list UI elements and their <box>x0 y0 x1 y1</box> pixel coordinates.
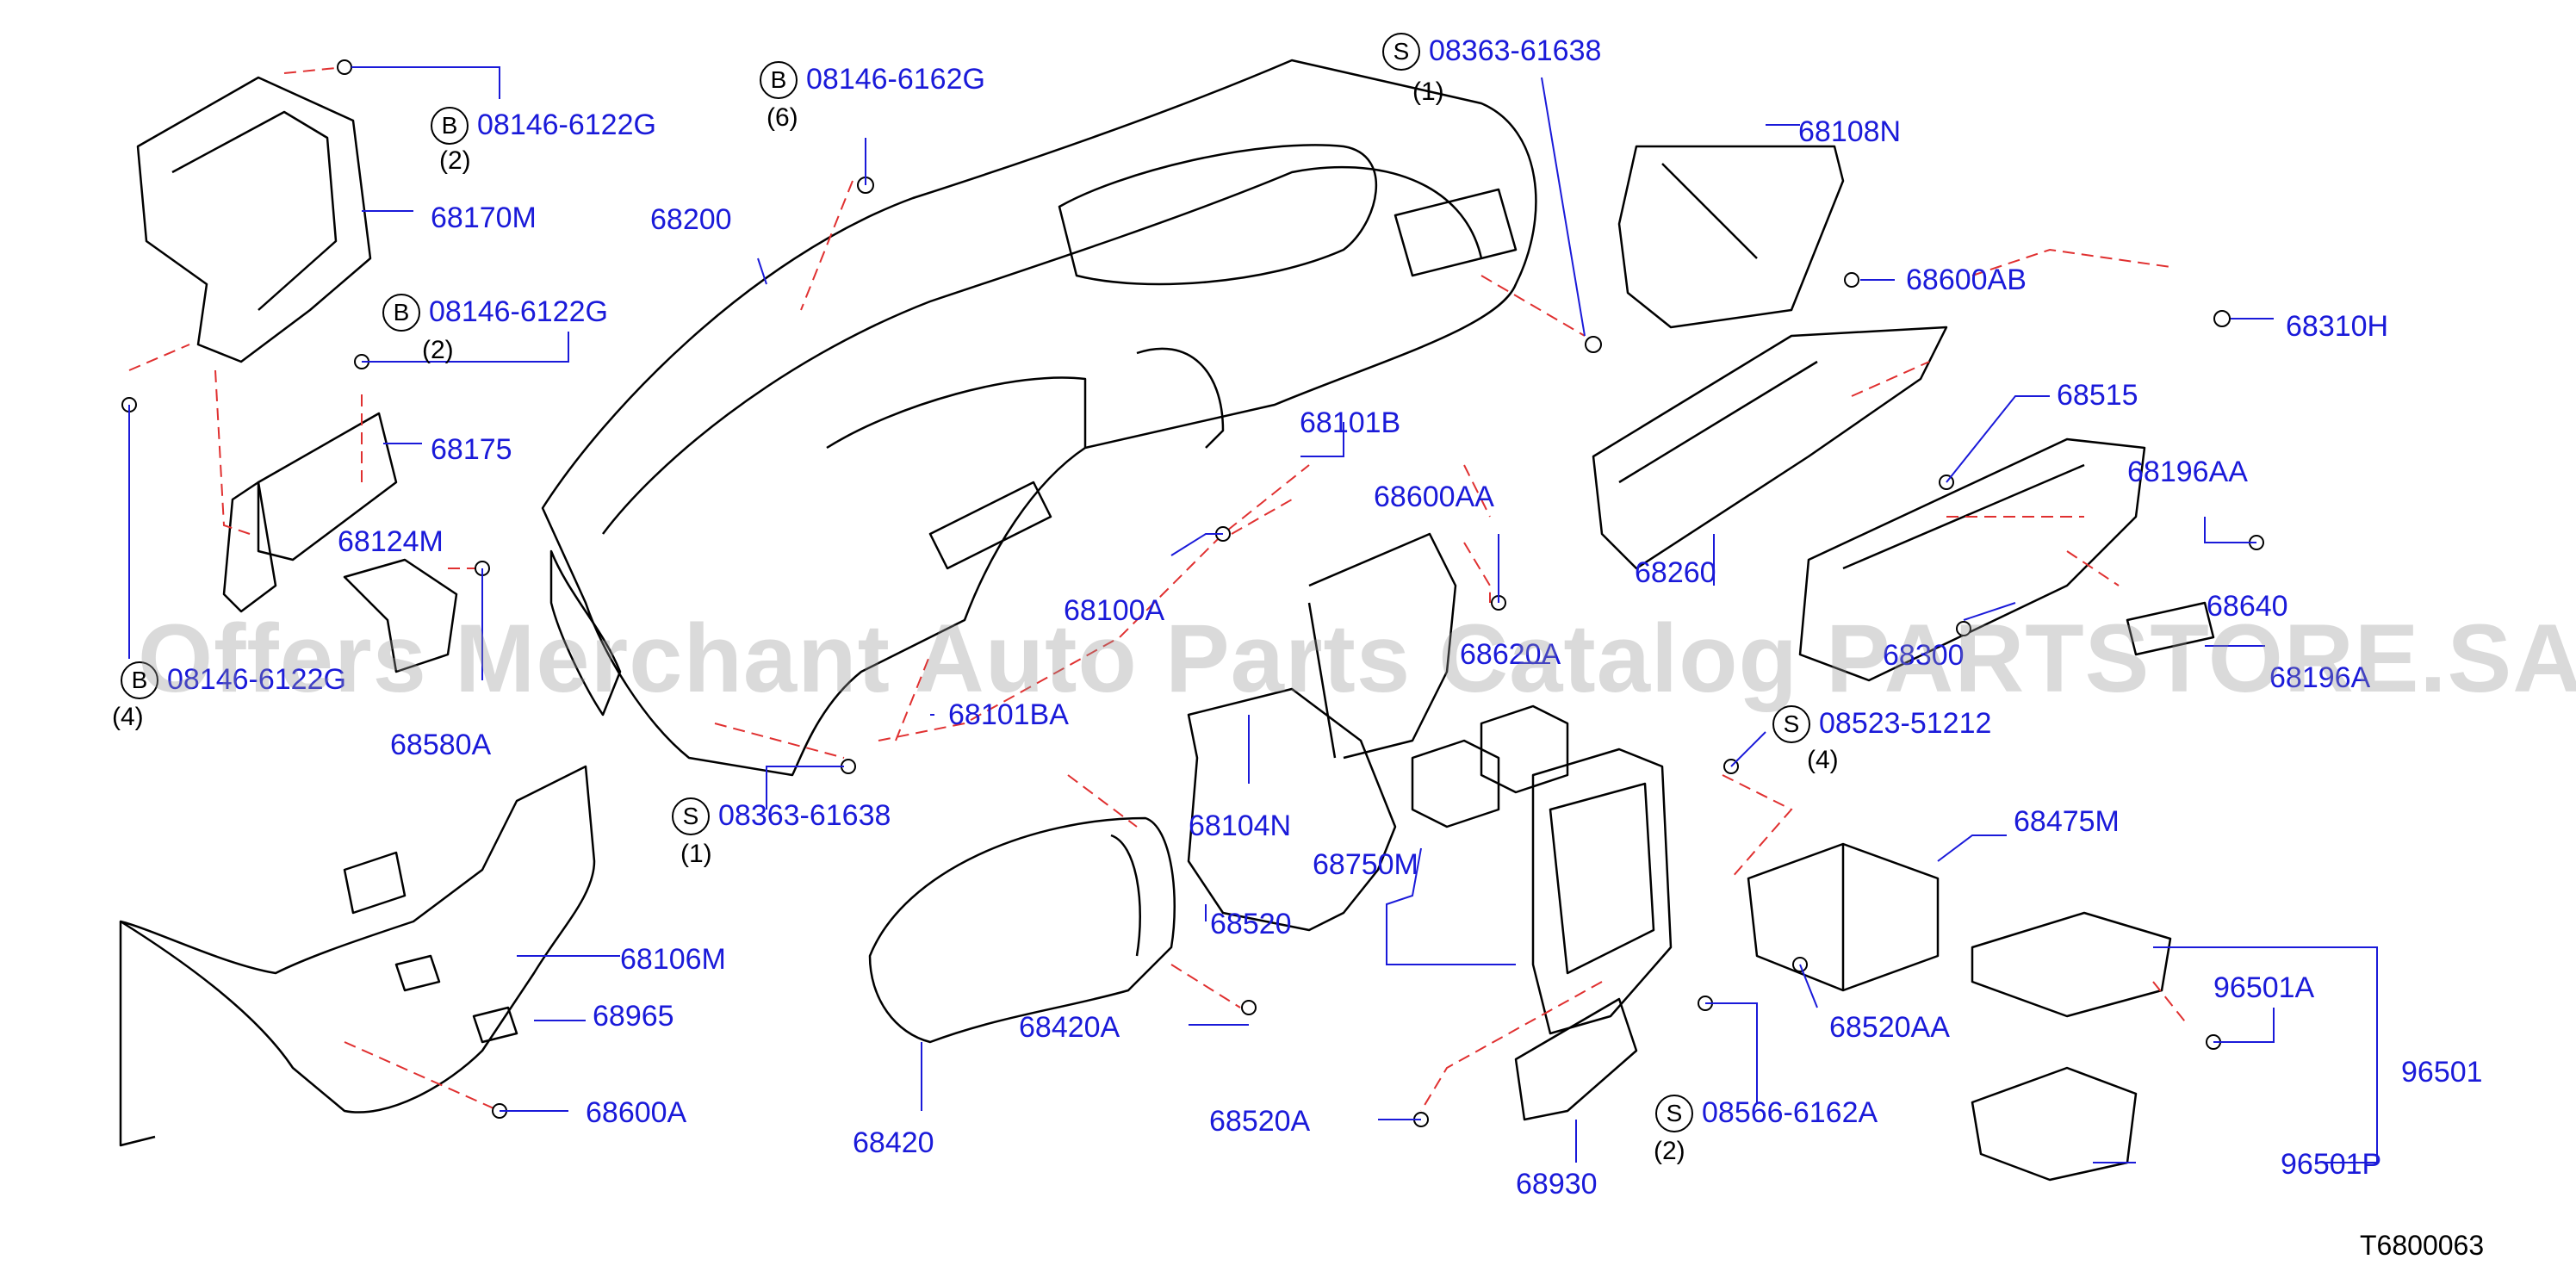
part-number-label[interactable]: 08146-6122G <box>429 295 608 328</box>
part-number-label[interactable]: 68101BA <box>948 698 1069 731</box>
part-number-label[interactable]: 68475M <box>2014 805 2120 838</box>
part-number-label[interactable]: 68750M <box>1313 848 1418 881</box>
part-number-label[interactable]: 68600AA <box>1374 481 1494 513</box>
fastener-type-badge: B <box>121 661 158 699</box>
part-number-label[interactable]: 08363-61638 <box>1429 34 1602 67</box>
glove-lid-part <box>1798 437 2146 682</box>
part-number-label[interactable]: 68100A <box>1064 594 1165 627</box>
part-number-label[interactable]: 68170M <box>431 202 537 234</box>
part-number-label[interactable]: 68104N <box>1189 810 1292 842</box>
part-number-label[interactable]: 96501 <box>2401 1056 2483 1089</box>
instrument-panel-part <box>541 59 1537 777</box>
part-number-label[interactable]: 68600AB <box>1906 264 2027 296</box>
part-number-label[interactable]: 68196A <box>2269 661 2371 694</box>
fastener-type-badge: B <box>431 107 469 145</box>
part-number-label[interactable]: 96501A <box>2213 971 2315 1004</box>
part-number-label[interactable]: 08523-51212 <box>1819 707 1992 740</box>
part-number-label[interactable]: 68196AA <box>2127 456 2248 488</box>
watermark-text: Offers Merchant Auto Parts Catalog PARTS… <box>138 605 2576 712</box>
part-number-label[interactable]: 08146-6122G <box>477 109 656 141</box>
part-number-label[interactable]: 68124M <box>338 525 444 558</box>
fastener-type-badge: S <box>1655 1095 1693 1132</box>
part-number-label[interactable]: 68580A <box>390 729 492 761</box>
quantity-label: (2) <box>422 336 454 364</box>
part-number-label[interactable]: 68260 <box>1635 556 1716 589</box>
part-number-label[interactable]: 68515 <box>2057 379 2138 412</box>
diagram-code: T6800063 <box>2360 1230 2485 1261</box>
fastener-type-badge: B <box>760 61 798 99</box>
fastener-type-badge: B <box>382 294 420 332</box>
part-number-label[interactable]: 68520 <box>1210 908 1292 940</box>
quantity-label: (2) <box>1654 1137 1685 1165</box>
quantity-label: (6) <box>767 103 798 132</box>
ashtray-part <box>1971 911 2172 1018</box>
part-number-label[interactable]: 68108N <box>1798 115 1902 148</box>
part-number-label[interactable]: 68600A <box>586 1096 687 1129</box>
quantity-label: (4) <box>112 703 144 731</box>
part-number-label[interactable]: 68106M <box>620 943 726 976</box>
part-number-label[interactable]: 68930 <box>1516 1168 1598 1200</box>
fastener-type-badge: S <box>1382 33 1420 71</box>
part-number-label[interactable]: 68300 <box>1883 639 1965 672</box>
glove-box-part <box>1592 326 1948 570</box>
part-number-label[interactable]: 68310H <box>2286 310 2389 343</box>
quantity-label: (2) <box>439 146 471 175</box>
part-number-label[interactable]: 68520AA <box>1829 1011 1950 1044</box>
fastener-type-badge: S <box>1772 705 1810 743</box>
part-number-label[interactable]: 08146-6122G <box>167 663 346 696</box>
part-number-label[interactable]: 68620A <box>1460 638 1561 671</box>
quantity-label: (1) <box>680 840 712 868</box>
part-number-label[interactable]: 68640 <box>2207 590 2288 623</box>
bracket-part <box>136 76 372 363</box>
part-number-label[interactable]: 68520A <box>1209 1105 1311 1138</box>
center-bracket-part <box>1187 687 1397 932</box>
part-number-label[interactable]: 68200 <box>650 203 732 236</box>
part-number-label[interactable]: 08566-6162A <box>1702 1096 1878 1129</box>
part-number-label[interactable]: 68101B <box>1300 406 1401 439</box>
part-number-label[interactable]: 08363-61638 <box>718 799 891 832</box>
lower-cover-part <box>119 765 596 1114</box>
quantity-label: (4) <box>1807 746 1839 774</box>
part-number-label[interactable]: 68175 <box>431 433 512 466</box>
center-cluster-part <box>1531 748 1673 1035</box>
part-number-label[interactable]: 68420A <box>1019 1011 1120 1044</box>
quantity-label: (1) <box>1412 78 1444 106</box>
part-number-label[interactable]: 68965 <box>593 1000 674 1033</box>
meter-hood-part <box>868 816 1176 1044</box>
fastener-type-badge: S <box>672 797 710 835</box>
part-number-label[interactable]: 96501P <box>2281 1148 2382 1181</box>
part-number-label[interactable]: 08146-6162G <box>806 63 985 96</box>
duct-part <box>1617 145 1845 329</box>
part-number-label[interactable]: 68420 <box>853 1126 934 1159</box>
